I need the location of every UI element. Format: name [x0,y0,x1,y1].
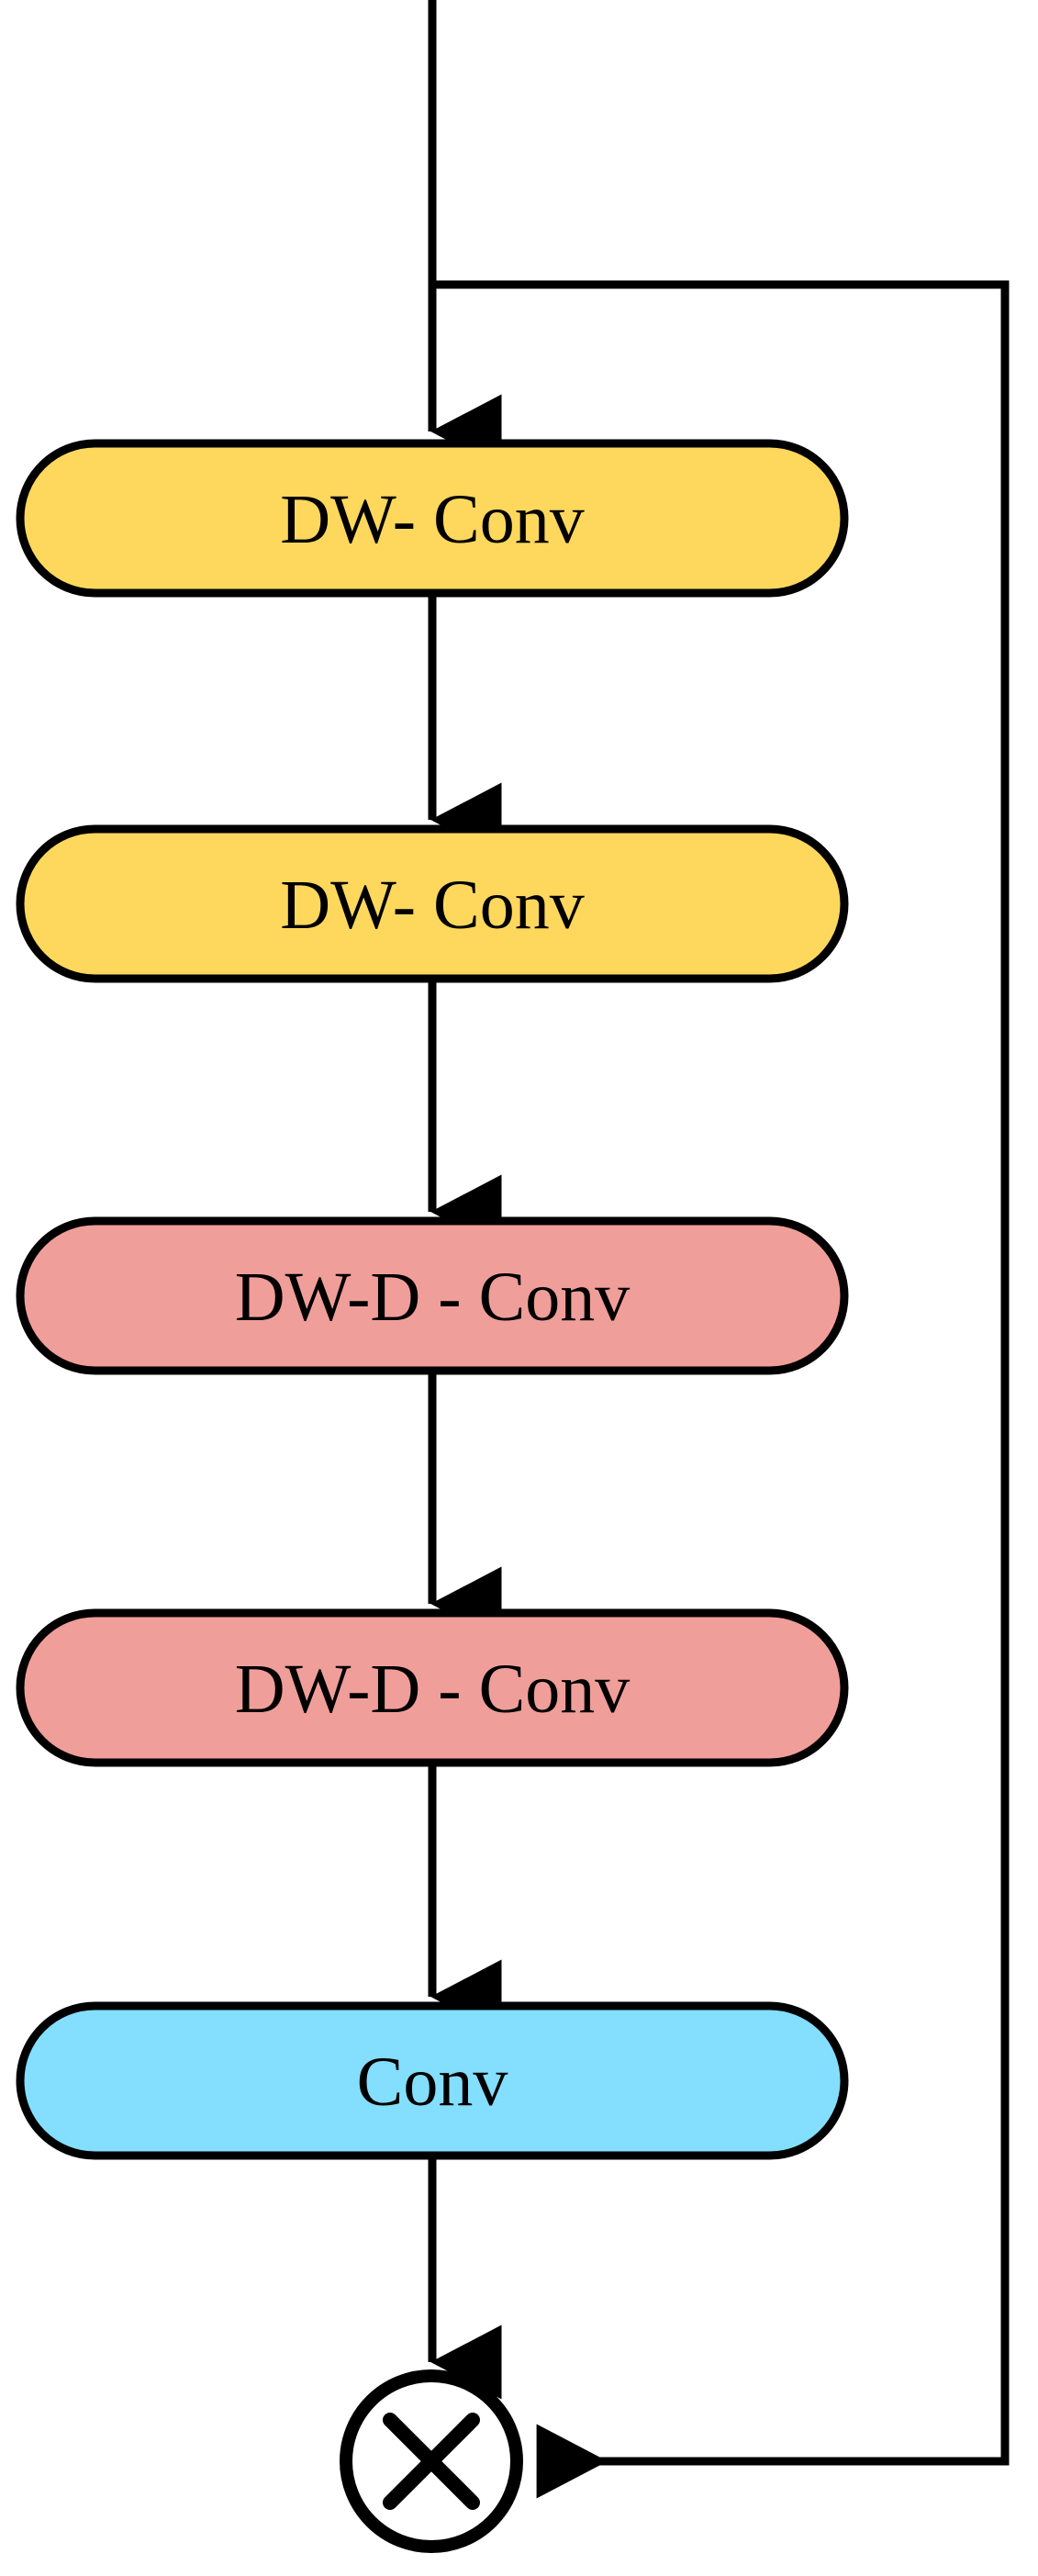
node-label: Conv [357,2044,508,2121]
edge-skip-connection [432,280,1010,2499]
node-label: DW- Conv [280,481,584,558]
node-multiply-operator[interactable] [340,2369,523,2553]
node-shape [16,439,849,598]
node-label: DW- Conv [280,867,584,944]
node-shape [16,2001,849,2160]
node-shape [16,1216,849,1375]
node-dw-d-conv-1[interactable]: DW-D - Conv [16,1216,849,1375]
multiply-icon-stroke-2 [383,2413,480,2510]
node-conv[interactable]: Conv [16,2001,849,2160]
node-dw-conv-1[interactable]: DW- Conv [16,439,849,598]
node-shape [16,824,849,983]
node-dw-d-conv-2[interactable]: DW-D - Conv [16,1608,849,1767]
node-label: DW-D - Conv [235,1651,631,1728]
skip-connection-line [432,280,1010,2499]
node-shape [16,1608,849,1767]
node-dw-conv-2[interactable]: DW- Conv [16,824,849,983]
node-label: DW-D - Conv [235,1259,631,1336]
